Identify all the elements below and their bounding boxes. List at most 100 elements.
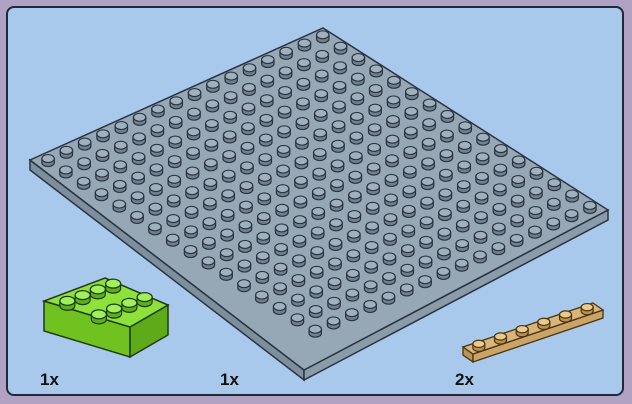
baseplate-stud [77,177,89,189]
baseplate-stud [388,76,400,88]
baseplate-stud [239,240,251,252]
baseplate-stud [367,163,379,175]
baseplate-stud [438,248,450,260]
baseplate-stud [257,252,269,264]
baseplate-stud [419,256,431,268]
baseplate-stud [423,119,435,131]
baseplate-stud [258,193,270,205]
baseplate-stud [222,190,234,202]
baseplate-stud [274,263,286,275]
quantity-label-green-brick: 1x [40,370,59,390]
baseplate-stud [274,283,286,295]
baseplate-stud [311,247,323,259]
brick-stud [75,291,90,305]
plate-stud [516,326,528,337]
baseplate-stud [348,230,360,242]
baseplate-stud [185,206,197,218]
baseplate-stud [474,251,486,263]
baseplate-stud [511,215,523,227]
baseplate-stud [293,255,305,267]
baseplate-stud [476,172,488,184]
baseplate-stud [439,209,451,221]
baseplate-stud [149,223,161,235]
baseplate-stud [225,72,237,84]
baseplate-stud [530,187,542,199]
baseplate-stud [260,134,272,146]
baseplate-stud [188,108,200,120]
baseplate-stud [238,280,250,292]
baseplate-stud [401,264,413,276]
baseplate-stud [168,195,180,207]
baseplate-stud [315,109,327,121]
baseplate-stud [203,237,215,249]
baseplate-stud [334,62,346,74]
baseplate-stud [316,50,328,62]
baseplate-stud [223,151,235,163]
baseplate-stud [256,271,268,283]
baseplate-stud [477,133,489,145]
baseplate-stud [292,275,304,287]
baseplate-stud [241,142,253,154]
baseplate-stud [296,118,308,130]
baseplate-stud [260,114,272,126]
baseplate-stud [547,218,559,230]
baseplate-stud [494,184,506,196]
baseplate-stud [220,268,232,280]
baseplate-stud [331,160,343,172]
baseplate-stud [420,217,432,229]
baseplate-stud [221,209,233,221]
baseplate-stud [350,132,362,144]
baseplate-stud [42,155,54,167]
baseplate-stud [206,100,218,112]
baseplate-stud [475,212,487,224]
baseplate-stud [405,107,417,119]
baseplate-stud [188,89,200,101]
baseplate-stud [438,228,450,240]
baseplate-stud [459,122,471,134]
baseplate-stud [292,294,304,306]
baseplate-stud [312,227,324,239]
baseplate-stud [223,131,235,143]
baseplate-stud [386,135,398,147]
baseplate-stud [132,172,144,184]
baseplate-stud [529,226,541,238]
baseplate-stud [239,221,251,233]
baseplate-stud [96,149,108,161]
brick-stud [107,304,122,318]
baseplate-stud [493,203,505,215]
baseplate-stud [78,138,90,150]
baseplate-stud [312,207,324,219]
baseplate-stud [240,201,252,213]
baseplate-stud [347,250,359,262]
baseplate-stud [529,207,541,219]
baseplate-stud [309,325,321,337]
baseplate-stud [386,155,398,167]
baseplate-stud [207,80,219,92]
baseplate-stud [257,232,269,244]
baseplate-stud [565,210,577,222]
baseplate-stud [97,130,109,142]
baseplate-stud [273,302,285,314]
baseplate-stud [187,147,199,159]
baseplate-stud [279,87,291,99]
baseplate-stud [387,96,399,108]
baseplate-stud [298,59,310,71]
baseplate-stud [406,88,418,100]
baseplate-stud [441,110,453,122]
baseplate-stud [441,130,453,142]
baseplate-stud [277,165,289,177]
baseplate-stud [439,189,451,201]
baseplate-stud [150,164,162,176]
baseplate-stud [315,90,327,102]
baseplate-stud [114,161,126,173]
baseplate-stud [327,317,339,329]
baseplate-stud [275,244,287,256]
brick-stud [137,293,152,307]
baseplate-stud [333,81,345,93]
baseplate-stud [259,173,271,185]
baseplate-stud [328,297,340,309]
baseplate-stud [310,306,322,318]
baseplate-stud [365,242,377,254]
baseplate-stud [203,218,215,230]
baseplate-stud [332,140,344,152]
